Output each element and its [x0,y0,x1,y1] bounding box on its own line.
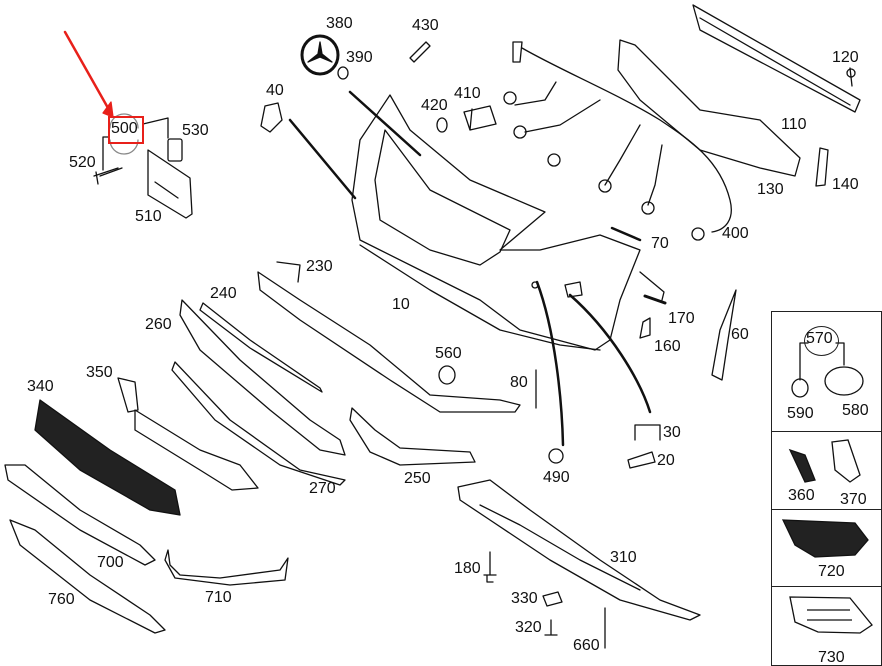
part-label-520: 520 [69,154,96,171]
part-label-710: 710 [205,589,232,606]
sensor-410 [463,105,497,131]
strip-710 [164,549,289,586]
ring-560 [438,365,456,385]
part-label-580: 580 [842,402,869,419]
part-label-760: 760 [48,591,75,608]
part-label-430: 430 [412,17,439,34]
trim-140 [815,147,829,187]
screw-320 [544,619,558,636]
red-arrow-icon [63,30,114,118]
part-label-20: 20 [657,452,675,469]
strip-70 [610,226,642,242]
part-label-240: 240 [210,285,237,302]
clip-330 [542,591,563,607]
part-label-30: 30 [663,424,681,441]
part-label-230: 230 [306,258,333,275]
part-label-260: 260 [145,316,172,333]
grille-720 [781,519,869,558]
ring-420 [436,117,448,133]
license-plate-bracket-group [93,113,193,219]
spoiler-700 [4,464,156,566]
part-label-500: 500 [111,120,138,137]
part-label-390: 390 [346,49,373,66]
trim-760 [9,519,166,634]
bezel-370 [831,439,861,483]
undertray-310 [457,479,701,621]
part-label-270: 270 [309,480,336,497]
part-label-40: 40 [266,82,284,99]
part-label-510: 510 [135,208,162,225]
insert-730 [789,596,873,634]
part-label-140: 140 [832,176,859,193]
part-label-320: 320 [515,619,542,636]
part-label-560: 560 [435,345,462,362]
ring-590 [791,378,809,398]
part-label-160: 160 [654,338,681,355]
mesh-360 [788,448,816,483]
part-label-110: 110 [781,116,807,133]
bumper-cover-10 [351,94,641,351]
part-label-250: 250 [404,470,431,487]
bracket-30 [634,424,661,441]
part-label-60: 60 [731,326,749,343]
bracket-60 [711,289,737,381]
part-label-660: 660 [573,637,600,654]
screw-160 [639,317,651,339]
part-label-80: 80 [510,374,528,391]
part-label-350: 350 [86,364,113,381]
part-label-720: 720 [818,563,845,580]
callout-circle-570 [804,326,839,356]
part-label-410: 410 [454,85,481,102]
bracket-350 [117,377,139,413]
part-label-180: 180 [454,560,481,577]
absorber-110 [692,4,861,113]
fog-ring-580 [824,366,864,396]
part-label-10: 10 [392,296,410,313]
part-label-700: 700 [97,554,124,571]
cover-40 [260,102,283,133]
part-label-530: 530 [182,122,209,139]
cap-20 [627,451,656,469]
part-label-490: 490 [543,469,570,486]
trim-260 [179,299,346,456]
part-label-380: 380 [326,15,353,32]
part-label-340: 340 [27,378,54,395]
grommet-390 [337,66,349,80]
clip-170 [643,294,667,305]
highlight-box-500 [108,116,144,144]
part-label-400: 400 [722,225,749,242]
part-label-330: 330 [511,590,538,607]
part-label-70: 70 [651,235,669,252]
part-label-360: 360 [788,487,815,504]
part-label-370: 370 [840,491,867,508]
part-label-570: 570 [806,330,833,347]
trim-250 [349,407,476,466]
wiring-harness-400 [503,41,732,241]
bolt-180 [483,551,497,583]
part-label-170: 170 [668,310,695,327]
part-label-120: 120 [832,49,859,66]
support-130 [617,39,801,177]
part-label-590: 590 [787,405,814,422]
strip-240 [199,302,323,393]
part-label-420: 420 [421,97,448,114]
sensor-490 [548,448,564,464]
part-label-130: 130 [757,181,784,198]
trim-230 [257,271,521,413]
emblem-star-icon [300,34,340,76]
clip-430 [409,41,431,63]
part-label-730: 730 [818,649,845,666]
strip-270 [171,361,346,486]
part-label-310: 310 [610,549,637,566]
grille-340 [34,399,181,516]
